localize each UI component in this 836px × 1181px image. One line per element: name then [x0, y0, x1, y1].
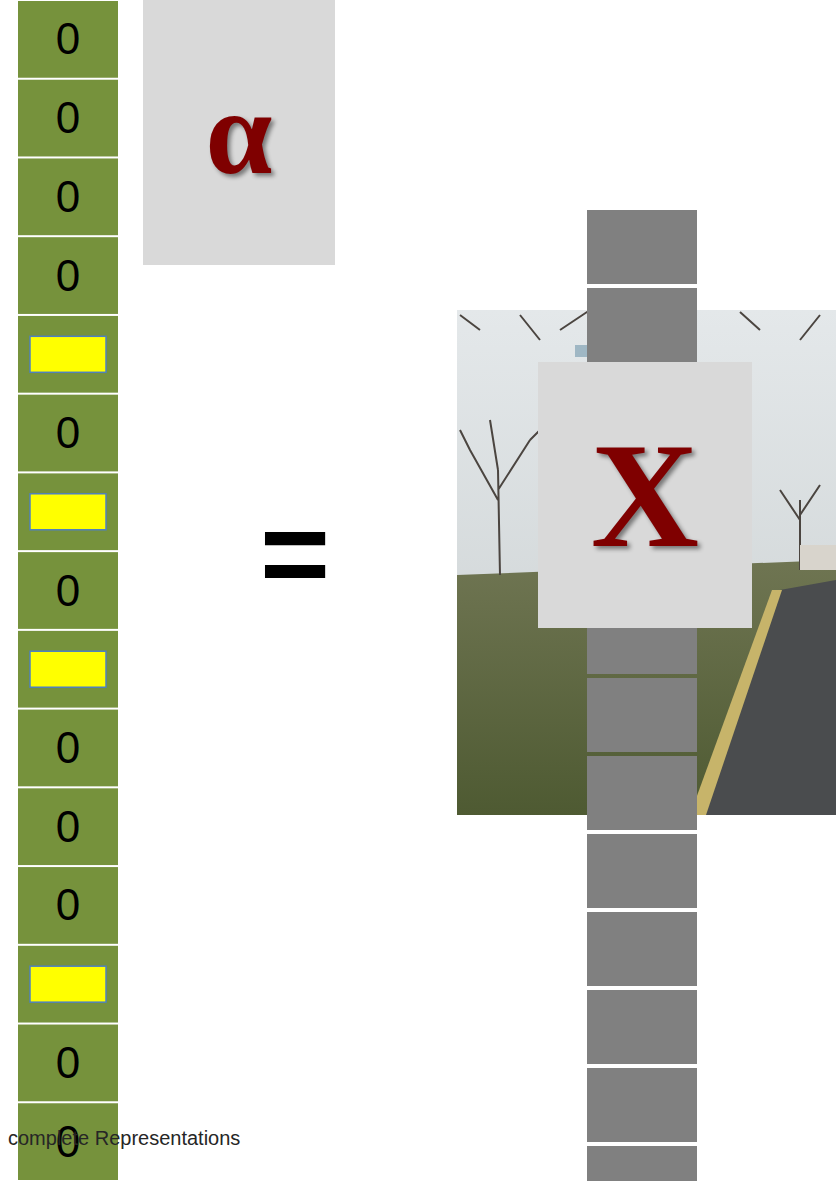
zero-entry: 0: [56, 96, 80, 140]
zero-entry: 0: [56, 1041, 80, 1085]
symbol-box: X: [538, 362, 752, 628]
vector-cell: [18, 80, 118, 157]
pixel-cell: [587, 834, 697, 908]
zero-entry: 0: [56, 883, 80, 927]
pixel-cell: [587, 1068, 697, 1142]
vector-cell: [18, 946, 118, 1023]
vector-cell: [18, 473, 118, 550]
vector-cell: [18, 1025, 118, 1102]
zero-entry: 0: [56, 17, 80, 61]
vector-cell: [18, 867, 118, 944]
nonzero-entry: [30, 336, 106, 372]
pixel-cell: [587, 288, 697, 362]
vector-cell: [18, 710, 118, 787]
vector-cell: [18, 237, 118, 314]
pixel-cell: [587, 756, 697, 830]
pixel-cell: [587, 1146, 697, 1181]
vector-cell: [18, 395, 118, 472]
pixel-cell: [587, 912, 697, 986]
variable-symbol: α: [206, 73, 273, 193]
vector-cell: [18, 158, 118, 235]
zero-entry: 0: [56, 569, 80, 613]
vector-cell: [18, 1, 118, 78]
pixel-cell: [587, 210, 697, 284]
pixel-cell: [587, 678, 697, 752]
footer-caption: complete Representations: [8, 1128, 240, 1148]
nonzero-entry: [30, 651, 106, 687]
symbol-box: α: [143, 0, 335, 265]
vector-cell: [18, 788, 118, 865]
vector-cell: [18, 552, 118, 629]
zero-entry: 0: [56, 726, 80, 770]
landscape-photo: [457, 310, 836, 815]
variable-symbol: X: [591, 420, 699, 570]
zero-entry: 0: [56, 805, 80, 849]
zero-entry: 0: [56, 175, 80, 219]
equals-sign: =: [260, 493, 330, 613]
sparse-vector: [18, 1, 118, 1180]
nonzero-entry: [30, 966, 106, 1002]
zero-entry: 0: [56, 411, 80, 455]
nonzero-entry: [30, 494, 106, 530]
vector-cell: [18, 631, 118, 708]
pixel-cell: [587, 990, 697, 1064]
image-column: [587, 210, 697, 1181]
vector-cell: [18, 316, 118, 393]
zero-entry: 0: [56, 254, 80, 298]
